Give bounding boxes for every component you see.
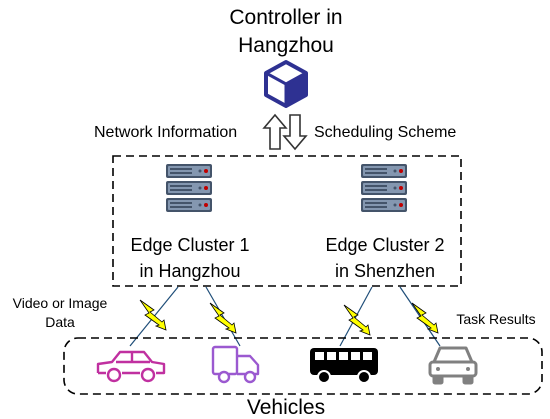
lightning-icon [411, 302, 439, 334]
cluster-2-label-line1: Edge Cluster 2 [325, 235, 445, 255]
cluster-2-label-line2: in Shenzhen [334, 261, 436, 281]
edge-clusters-box [112, 155, 462, 287]
car-icon [96, 350, 166, 383]
cluster-1-label-line1: Edge Cluster 1 [130, 235, 250, 255]
controller-cube-icon [264, 60, 308, 108]
up-arrow-icon [262, 113, 288, 150]
cluster-1-label-line2: in Hangzhou [139, 261, 241, 281]
vehicles-label: Vehicles [246, 396, 326, 419]
uplink-label-line2: Data [45, 314, 75, 330]
task-results-label: Task Results [456, 311, 536, 327]
server-icon-shenzhen [361, 164, 407, 212]
scheduling-scheme-label: Scheduling Scheme [314, 124, 457, 141]
wireless-links [129, 286, 441, 347]
controller-title-line2: Hangzhou [238, 34, 334, 57]
network-information-label: Network Information [94, 124, 238, 141]
truck-icon [211, 345, 260, 384]
lightning-icon [139, 299, 167, 331]
bus-icon [310, 348, 378, 384]
uplink-label-line1: Video or Image [12, 295, 108, 311]
lightning-icon [209, 302, 237, 334]
vehicles-box [63, 337, 543, 395]
server-icon-hangzhou [166, 164, 212, 212]
down-arrow-icon [282, 114, 308, 151]
car-front-icon [428, 346, 478, 385]
controller-title-line1: Controller in [229, 6, 343, 29]
